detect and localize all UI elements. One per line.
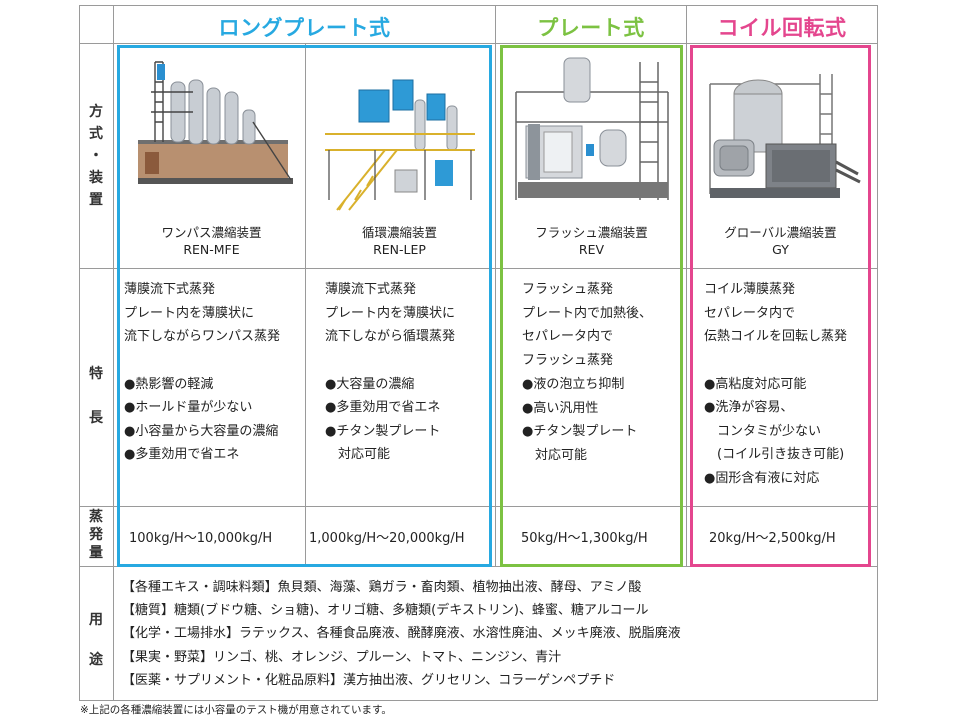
- grid-line: [877, 5, 878, 701]
- grid-line: [79, 700, 878, 701]
- footnote: ※上記の各種濃縮装置には小容量のテスト機が用意されています。: [80, 704, 392, 716]
- grid-line: [305, 43, 306, 566]
- group-frame-coil: [690, 45, 871, 567]
- features-ren-lep: 薄膜流下式蒸発 プレート内を薄膜状に 流下しながら循環蒸発 ●大容量の濃縮 ●多…: [325, 282, 456, 462]
- grid-line: [79, 43, 878, 44]
- evaporator-plant-photo: [133, 52, 299, 202]
- grid-line: [113, 5, 114, 701]
- row-label-features: 特 長: [89, 366, 103, 426]
- capacity-gy: 20kg/H～2,500kg/H: [709, 531, 836, 546]
- features-rev: フラッシュ蒸発 プレート内で加熱後、 セパレータ内で フラッシュ蒸発 ●液の泡立…: [522, 282, 653, 463]
- capacity-rev: 50kg/H～1,300kg/H: [521, 531, 648, 546]
- uses-item: 【各種エキス・調味料類】魚貝類、海藻、鶏ガラ・畜肉類、植物抽出液、酵母、アミノ酸: [122, 580, 642, 595]
- evaporator-plant-photo: [700, 54, 864, 212]
- group-frame-long-plate: [117, 45, 492, 567]
- row-label-capacity: 蒸 発 量: [89, 509, 103, 561]
- grid-line: [79, 5, 80, 701]
- uses-list: 【各種エキス・調味料類】魚貝類、海藻、鶏ガラ・畜肉類、植物抽出液、酵母、アミノ酸…: [122, 576, 681, 692]
- device-name-ren-mfe: ワンパス濃縮装置 REN-MFE: [161, 225, 262, 257]
- row-label-uses: 用 途: [89, 612, 103, 668]
- group-frame-plate: [500, 45, 683, 567]
- features-ren-mfe: 薄膜流下式蒸発 プレート内を薄膜状に 流下しながらワンパス蒸発 ●熱影響の軽減 …: [124, 282, 281, 462]
- uses-item: 【化学・工場排水】ラテックス、各種食品廃液、醗酵廃液、水溶性廃油、メッキ廃液、脱…: [122, 626, 681, 642]
- evaporator-plant-photo: [508, 52, 678, 214]
- uses-item: 【医薬・サプリメント・化粧品原料】漢方抽出液、グリセリン、コラーゲンペプチド: [122, 672, 616, 688]
- device-name-rev: フラッシュ濃縮装置 REV: [535, 225, 648, 257]
- grid-line: [686, 5, 687, 566]
- group-title-coil: コイル回転式: [717, 16, 847, 40]
- uses-item: 【果実・野菜】リンゴ、桃、オレンジ、プルーン、トマト、ニンジン、青汁: [122, 649, 562, 665]
- grid-line: [79, 506, 878, 507]
- uses-item: 【糖質】糖類(ブドウ糖、ショ糖)、オリゴ糖、多糖類(デキストリン)、蜂蜜、糖アル…: [122, 603, 649, 619]
- device-name-gy: グローバル濃縮装置 GY: [724, 225, 837, 257]
- grid-line: [495, 5, 496, 566]
- features-gy: コイル薄膜蒸発 セパレータ内で 伝熱コイルを回転し蒸発 ●高粘度対応可能 ●洗浄…: [704, 282, 848, 486]
- capacity-ren-lep: 1,000kg/H～20,000kg/H: [309, 531, 465, 546]
- group-title-plate: プレート式: [537, 16, 645, 40]
- device-name-ren-lep: 循環濃縮装置 REN-LEP: [361, 225, 437, 257]
- group-title-long-plate: ロングプレート式: [218, 16, 391, 40]
- grid-line: [79, 5, 878, 6]
- grid-line: [79, 268, 878, 269]
- evaporator-plant-photo: [315, 60, 485, 218]
- capacity-ren-mfe: 100kg/H～10,000kg/H: [129, 531, 273, 546]
- row-label-method: 方 式 ・ 装 置: [89, 104, 103, 208]
